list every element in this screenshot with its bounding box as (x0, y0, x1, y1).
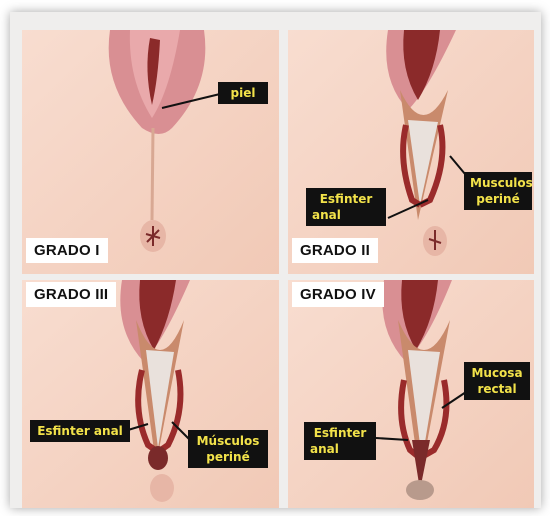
grade-label: GRADO III (26, 282, 116, 307)
diagram-frame: GRADO I piel GRADO II (10, 12, 541, 508)
grade-label: GRADO IV (292, 282, 384, 307)
panel-grade-2: GRADO II Esfinter anal Musculos periné (288, 30, 534, 274)
label-esfinter-anal: Esfinter anal (306, 188, 386, 226)
label-piel: piel (218, 82, 268, 104)
label-esfinter-anal: Esfinter anal (304, 422, 376, 460)
label-musculos-perine: Músculos periné (188, 430, 268, 468)
perineum-illustration-grade-3 (22, 280, 279, 508)
grade-label: GRADO I (26, 238, 108, 263)
panel-grade-1: GRADO I piel (22, 30, 279, 274)
panel-grade-3: GRADO III Esfinter anal Músculos periné (22, 280, 279, 508)
panel-grade-4: GRADO IV Mucosa rectal Esfinter anal (288, 280, 534, 508)
label-mucosa-rectal: Mucosa rectal (464, 362, 530, 400)
label-esfinter-anal: Esfinter anal (30, 420, 130, 442)
grade-label: GRADO II (292, 238, 378, 263)
label-musculos-perine: Musculos periné (464, 172, 532, 210)
